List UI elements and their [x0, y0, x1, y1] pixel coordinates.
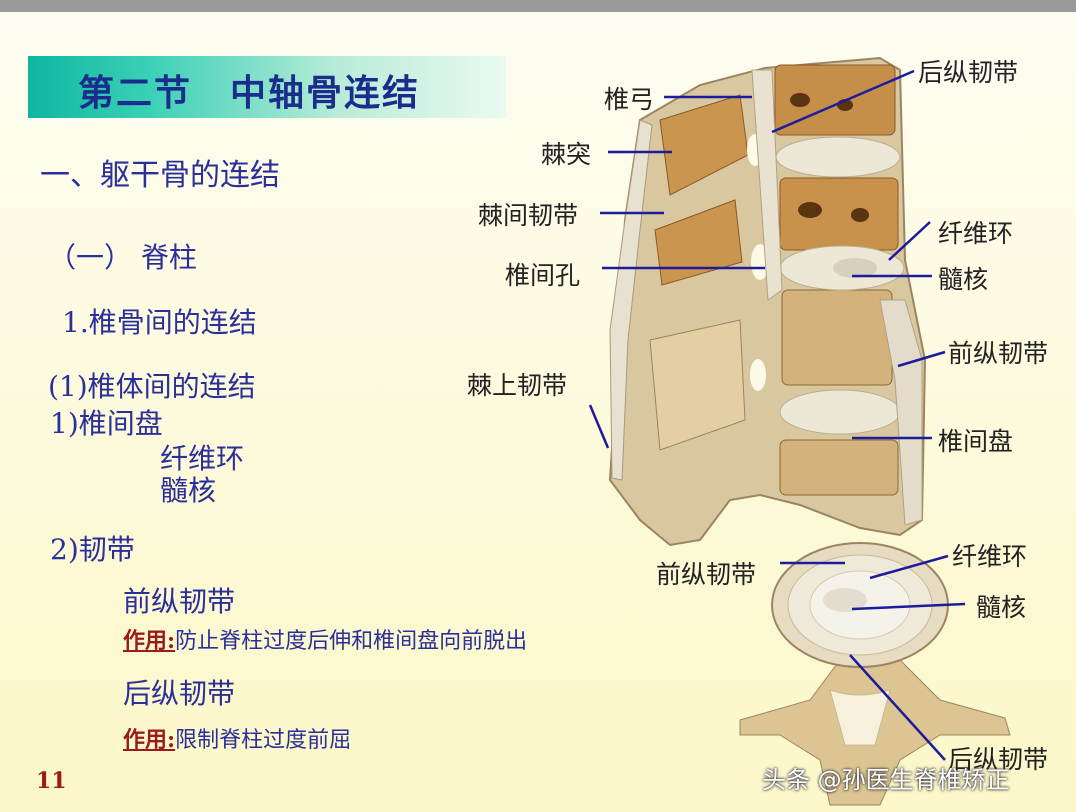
function-note-anterior: 作用:防止脊柱过度后伸和椎间盘向前脱出	[123, 623, 527, 655]
function-text: 限制脊柱过度前屈	[175, 728, 352, 753]
label-interspinous: 棘间韧带	[478, 201, 579, 230]
label-arch: 椎弓	[604, 85, 655, 114]
spine-sagittal-image	[608, 56, 927, 547]
watermark: 头条 @孙医生脊椎矫正	[762, 766, 1010, 794]
outline-item-a: (1)椎体间的连结	[48, 370, 256, 403]
ligament-anterior: 前纵韧带	[123, 585, 236, 618]
slide-title: 第二节 中轴骨连结	[78, 73, 421, 114]
function-text: 防止脊柱过度后伸和椎间盘向前脱出	[175, 629, 528, 654]
label-nucleus: 髓核	[938, 265, 989, 294]
title-banner: 第二节 中轴骨连结	[28, 56, 506, 118]
label-posterior-longitudinal-2: 后纵韧带	[948, 745, 1049, 774]
label-annulus-2: 纤维环	[952, 542, 1028, 571]
outline-item-1: 1.椎骨间的连结	[62, 306, 257, 339]
ligament-posterior: 后纵韧带	[123, 677, 236, 710]
page-number: 11	[36, 768, 67, 794]
outline-item-2: 2)韧带	[50, 533, 135, 566]
label-supraspinous: 棘上韧带	[467, 371, 568, 400]
subsection-heading: （一） 脊柱	[48, 241, 197, 274]
function-label: 作用:	[123, 628, 176, 654]
label-disc: 椎间盘	[938, 427, 1014, 456]
outline-annulus: 纤维环	[160, 442, 245, 475]
vertebra-transverse-image	[739, 542, 1011, 806]
label-annulus: 纤维环	[938, 219, 1014, 248]
label-posterior-longitudinal: 后纵韧带	[918, 58, 1019, 87]
outline-nucleus: 髓核	[160, 474, 217, 507]
outline-item-a1: 1)椎间盘	[50, 407, 163, 440]
label-nucleus-2: 髓核	[976, 593, 1027, 622]
function-label: 作用:	[123, 727, 176, 753]
function-note-posterior: 作用:限制脊柱过度前屈	[123, 722, 351, 754]
leader-lines	[588, 69, 966, 761]
label-spinous: 棘突	[541, 140, 592, 169]
top-bar	[0, 0, 1076, 12]
label-foramen: 椎间孔	[505, 261, 581, 290]
label-anterior-longitudinal: 前纵韧带	[948, 339, 1049, 368]
label-anterior-longitudinal-2: 前纵韧带	[656, 560, 757, 589]
section-heading: 一、躯干骨的连结	[40, 158, 280, 193]
